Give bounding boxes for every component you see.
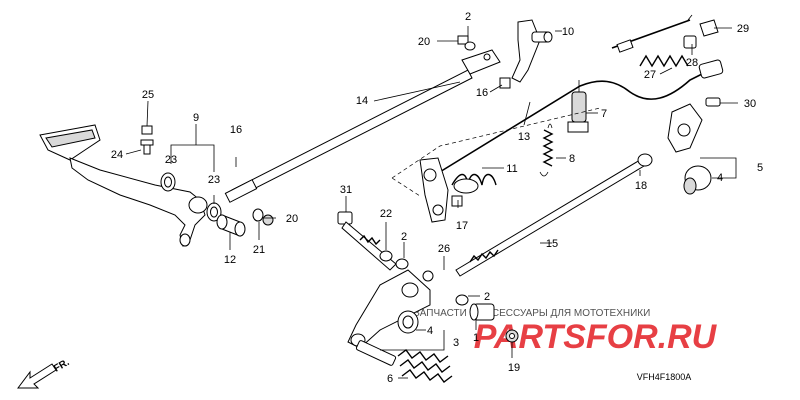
joint-pin-parts: [455, 294, 519, 343]
brake-pedal: [39, 124, 208, 247]
front-arrow-icon: [17, 363, 57, 389]
callout-19: 19: [508, 362, 520, 374]
pedal-pivot-parts: [160, 172, 274, 237]
callout-11: 11: [506, 163, 517, 175]
callout-27: 27: [644, 69, 656, 81]
callout-25: 25: [142, 89, 154, 101]
callout-9: 9: [193, 112, 199, 124]
callout-12: 12: [224, 254, 236, 266]
switch-spring-assy: [639, 19, 719, 68]
callout-numbers: 1 2 2 2 3 4 4 5 6 7 8 9 10 11 12 13 14 1…: [111, 11, 763, 385]
callout-10: 10: [562, 26, 574, 38]
callout-1: 1: [473, 332, 479, 344]
callout-26: 26: [438, 243, 450, 255]
callout-4: 4: [717, 172, 723, 184]
callout-20: 20: [286, 213, 298, 225]
switch-arm: [511, 19, 553, 83]
callout-29: 29: [737, 23, 749, 35]
watermark-tagline: ЗАПЧАСТИ И АКСЕССУАРЫ ДЛЯ МОТОТЕХНИКИ: [414, 308, 651, 319]
callout-24: 24: [111, 149, 123, 161]
leader-lines: [125, 26, 738, 379]
assembly-frame-upper: [391, 107, 601, 197]
callout-2: 2: [465, 11, 471, 23]
callout-23: 23: [165, 154, 177, 166]
watermark: ЗАПЧАСТИ И АКСЕССУАРЫ ДЛЯ МОТОТЕХНИКИ PA…: [414, 308, 718, 356]
rod-joint: [667, 97, 721, 195]
callout-22: 22: [380, 208, 392, 220]
callout-2: 2: [484, 291, 490, 303]
callout-13: 13: [518, 131, 530, 143]
washers-lower: [379, 250, 434, 282]
callout-20: 20: [418, 36, 430, 48]
brake-arm-assy: [419, 157, 497, 223]
callout-8: 8: [569, 153, 575, 165]
callout-14: 14: [356, 95, 368, 107]
callout-23: 23: [208, 174, 220, 186]
lever-spring: [397, 349, 453, 383]
brake-lever-arm: [347, 269, 431, 366]
callout-5: 5: [757, 162, 763, 174]
callout-2: 2: [401, 231, 407, 243]
callout-16: 16: [476, 87, 488, 99]
callout-15: 15: [546, 238, 558, 250]
callout-17: 17: [456, 220, 468, 232]
lever-bushing: [397, 310, 419, 334]
return-spring: [539, 123, 554, 177]
callout-7: 7: [601, 108, 607, 120]
small-fasteners-top: [457, 35, 511, 89]
diagram-code: VFH4F1800A: [637, 372, 692, 382]
brake-rod-lower: [455, 153, 653, 277]
front-direction-marker: FR.: [17, 357, 72, 389]
callout-28: 28: [686, 57, 698, 69]
callout-3: 3: [453, 337, 459, 349]
brake-cable: [429, 14, 724, 179]
front-label: FR.: [52, 357, 72, 375]
callout-30: 30: [744, 98, 756, 110]
callout-6: 6: [387, 373, 393, 385]
callout-4: 4: [427, 325, 433, 337]
callout-18: 18: [635, 180, 647, 192]
callout-16: 16: [230, 124, 242, 136]
brake-rod: [224, 49, 501, 203]
stop-switch: [567, 80, 589, 133]
callout-21: 21: [253, 244, 265, 256]
pedal-stop-bolt: [140, 125, 154, 155]
callout-31: 31: [340, 184, 352, 196]
